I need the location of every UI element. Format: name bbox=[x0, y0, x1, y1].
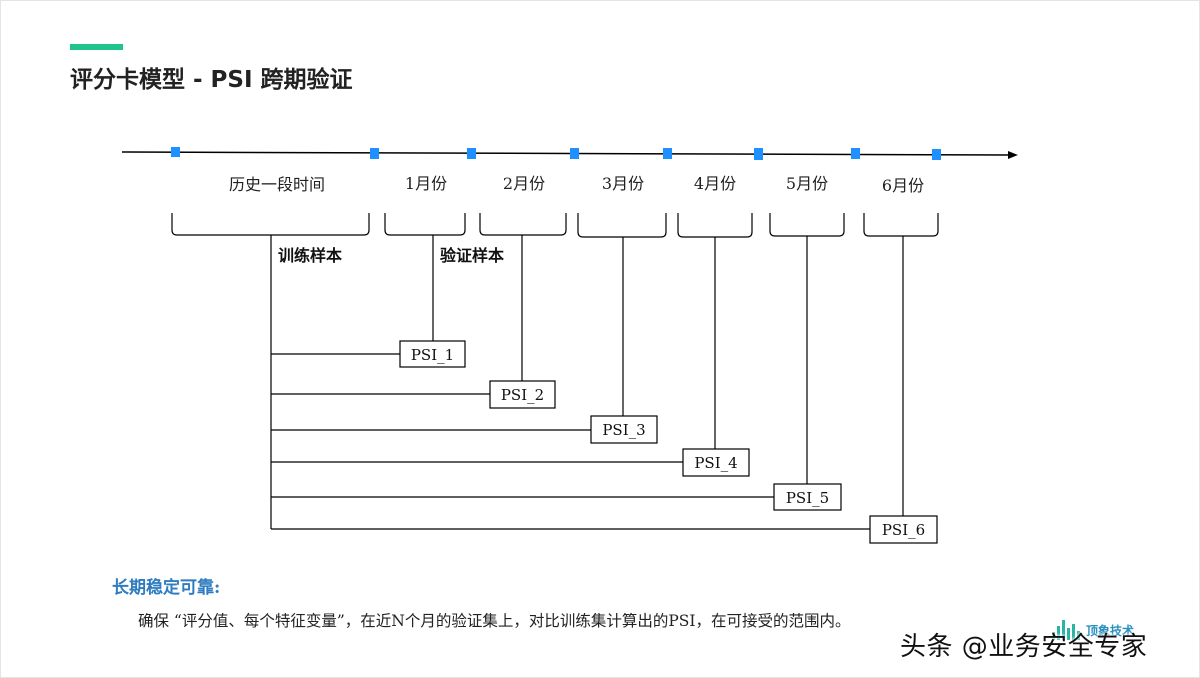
period-label-month-4: 4月份 bbox=[694, 174, 736, 193]
timeline-tick bbox=[467, 148, 476, 159]
stability-description: 确保 “评分值、每个特征变量”，在近N个月的验证集上，对比训练集计算出的PSI，… bbox=[138, 612, 851, 630]
period-label-history: 历史一段时间 bbox=[229, 175, 325, 194]
psi-box-3-label: PSI_3 bbox=[602, 421, 645, 439]
period-bracket-month-1 bbox=[384, 213, 466, 236]
period-label-month-3: 3月份 bbox=[602, 174, 644, 193]
psi-box-6 bbox=[869, 515, 938, 544]
timeline-tick bbox=[932, 149, 941, 160]
validation-sample-label: 验证样本 bbox=[440, 246, 504, 265]
psi-box-4-label: PSI_4 bbox=[694, 454, 737, 472]
timeline-tick bbox=[663, 148, 672, 159]
title-accent-bar bbox=[70, 44, 123, 50]
watermark-text: 头条 @业务安全专家 bbox=[900, 632, 1148, 662]
timeline-tick bbox=[570, 148, 579, 159]
logo-text: 顶象技术 bbox=[1086, 624, 1135, 638]
psi-box-3 bbox=[590, 415, 658, 444]
period-bracket-month-4 bbox=[677, 213, 753, 238]
period-label-month-1: 1月份 bbox=[405, 174, 447, 193]
period-label-month-2: 2月份 bbox=[503, 174, 545, 193]
train-sample-label: 训练样本 bbox=[278, 246, 342, 265]
company-logo: 顶象技术 bbox=[1052, 618, 1152, 642]
period-bracket-month-5 bbox=[769, 213, 845, 237]
psi-box-1 bbox=[399, 340, 466, 368]
psi-box-4 bbox=[682, 448, 750, 477]
stability-heading: 长期稳定可靠: bbox=[112, 578, 221, 598]
psi-box-5 bbox=[773, 483, 842, 511]
slide-title: 评分卡模型 - PSI 跨期验证 bbox=[70, 67, 353, 93]
period-bracket-month-2 bbox=[479, 213, 567, 236]
timeline-tick bbox=[171, 147, 180, 157]
psi-box-6-label: PSI_6 bbox=[882, 521, 925, 539]
psi-box-5-label: PSI_5 bbox=[786, 489, 829, 507]
timeline-tick bbox=[370, 148, 379, 159]
psi-box-1-label: PSI_1 bbox=[411, 346, 454, 364]
logo-bars-icon bbox=[1052, 620, 1082, 640]
psi-box-2-label: PSI_2 bbox=[501, 386, 544, 404]
psi-box-2 bbox=[489, 380, 556, 409]
period-label-month-5: 5月份 bbox=[786, 174, 828, 193]
timeline-arrowhead bbox=[1008, 151, 1018, 159]
period-bracket-month-6 bbox=[863, 213, 939, 237]
period-bracket-month-3 bbox=[577, 213, 667, 238]
period-bracket-history bbox=[171, 213, 370, 236]
timeline-axis bbox=[121, 151, 1011, 156]
timeline-tick bbox=[754, 148, 763, 160]
period-label-month-6: 6月份 bbox=[882, 176, 924, 195]
timeline-tick bbox=[851, 148, 860, 159]
